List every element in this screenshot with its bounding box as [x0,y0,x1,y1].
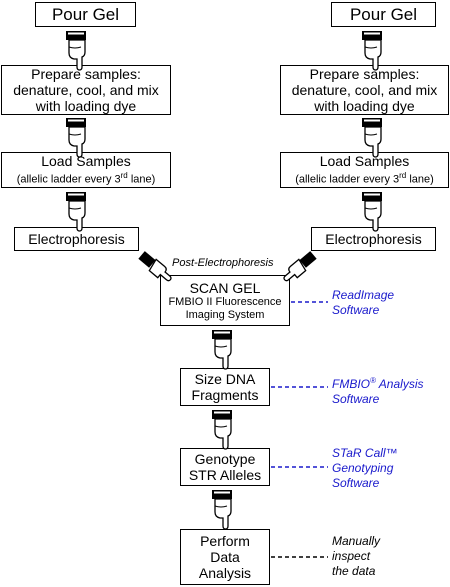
left-prepare-box: Prepare samples: denature, cool, and mix… [1,65,171,115]
left-load-box: Load Samples (allelic ladder every 3rd l… [1,152,171,188]
right-prepare-line-2: denature, cool, and mix [291,82,438,98]
left-prepare-line-3: with loading dye [35,98,137,114]
scan-gel-line-2: Imaging System [185,308,265,321]
fmbio-note-line-2: Software [332,392,380,406]
readimage-note: ReadImage Software [332,288,394,318]
genotype-line-2: STR Alleles [188,467,262,483]
left-pour-gel-label: Pour Gel [51,5,120,24]
right-electrophoresis-box: Electrophoresis [311,227,436,251]
right-prepare-line-1: Prepare samples: [309,66,420,82]
star-note-line-1: STaR Call™ [332,446,398,460]
pointing-hand-icon [65,30,383,530]
data-analysis-box: Perform Data Analysis [180,529,270,585]
left-pour-gel-box: Pour Gel [35,2,136,27]
star-call-note: STaR Call™ Genotyping Software [332,446,398,491]
scan-gel-line-1: FMBIO II Fluorescence [168,295,282,308]
left-prepare-line-1: Prepare samples: [31,66,141,82]
right-load-sub: (allelic ladder every 3rd lane) [295,171,434,186]
post-electrophoresis-label: Post-Electrophoresis [172,257,274,269]
analysis-line-2: Data [210,549,240,565]
right-load-label: Load Samples [319,153,410,170]
genotype-line-1: Genotype [194,451,256,467]
manual-note-line-1: Manually [332,534,381,548]
left-electrophoresis-label: Electrophoresis [28,231,125,247]
right-electrophoresis-label: Electrophoresis [325,231,422,247]
right-prepare-box: Prepare samples: denature, cool, and mix… [280,65,449,115]
size-dna-line-2: Fragments [191,387,259,403]
left-prepare-line-2: denature, cool, and mix [13,82,159,98]
left-load-label: Load Samples [41,153,131,170]
analysis-line-3: Analysis [198,565,252,581]
fmbio-note: FMBIO® Analysis Software [332,373,423,407]
analysis-line-1: Perform [200,533,250,549]
size-dna-line-1: Size DNA [194,371,256,387]
readimage-note-line-1: ReadImage [332,288,395,302]
manual-note-line-3: the data [332,564,376,578]
manual-inspect-note: Manually inspect the data [332,534,380,579]
scan-gel-title: SCAN GEL [189,279,261,296]
manual-note-line-2: inspect [332,549,371,563]
scan-gel-box: SCAN GEL FMBIO II Fluorescence Imaging S… [160,275,290,326]
readimage-note-line-2: Software [332,303,380,317]
left-electrophoresis-box: Electrophoresis [14,227,139,251]
right-pour-gel-box: Pour Gel [331,2,436,27]
right-prepare-line-3: with loading dye [314,98,415,114]
right-load-box: Load Samples (allelic ladder every 3rd l… [280,152,449,188]
genotype-box: Genotype STR Alleles [180,448,270,486]
star-note-line-3: Software [332,476,380,490]
right-pour-gel-label: Pour Gel [349,5,418,24]
left-load-sub: (allelic ladder every 3rd lane) [16,171,156,186]
size-dna-box: Size DNA Fragments [180,368,270,406]
fmbio-note-line-1: FMBIO® Analysis [332,376,424,391]
star-note-line-2: Genotyping [332,461,394,475]
